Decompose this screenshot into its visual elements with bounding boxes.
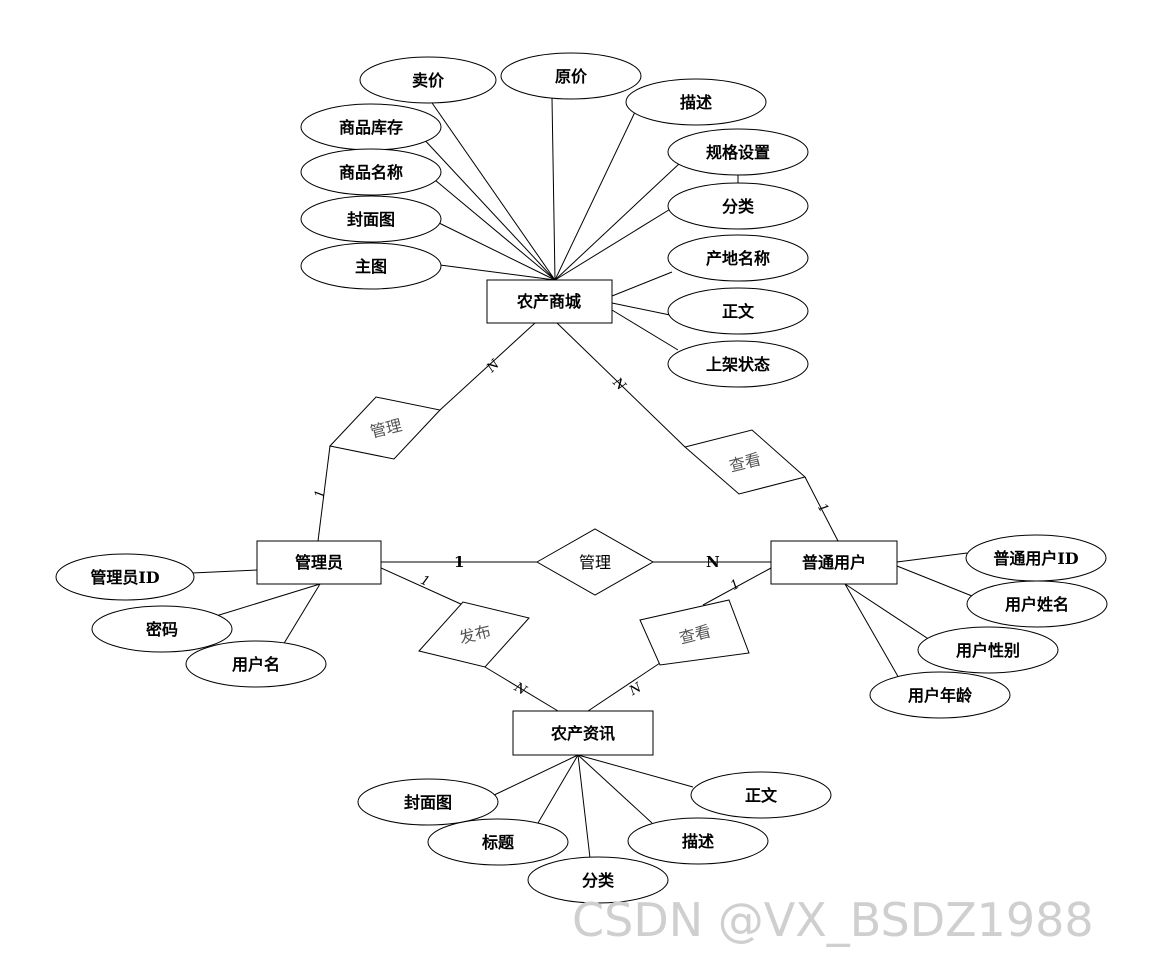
attribute-mall-name: 商品名称 — [300, 148, 442, 196]
svg-text:正文: 正文 — [722, 302, 755, 321]
svg-text:用户名: 用户名 — [232, 655, 280, 674]
svg-text:商品库存: 商品库存 — [339, 118, 403, 137]
relationship-diamond — [418, 601, 530, 668]
svg-text:分类: 分类 — [582, 871, 615, 890]
relationship-admin-mall: 管理 — [329, 396, 441, 460]
user-attributes: 普通用户ID 用户姓名 用户性别 用户年龄 — [869, 534, 1108, 719]
cardinality-mall-admin-n: N — [483, 357, 503, 377]
entity-box — [486, 279, 613, 324]
svg-text:卖价: 卖价 — [412, 71, 445, 90]
news-attributes: 封面图 正文 标题 描述 分类 — [357, 771, 832, 904]
svg-text:商品名称: 商品名称 — [339, 163, 403, 182]
svg-text:封面图: 封面图 — [404, 793, 452, 812]
entity-admin: 管理员 — [256, 540, 382, 585]
cardinality-admin-user-1: 1 — [454, 553, 464, 571]
attribute-user-name: 用户姓名 — [966, 580, 1108, 628]
entity-label: 农产资讯 — [550, 724, 615, 743]
entity-user: 普通用户 — [770, 540, 898, 585]
admin-attributes: 管理员ID 密码 用户名 — [55, 553, 327, 688]
relationship-diamond — [683, 429, 807, 495]
svg-text:正文: 正文 — [745, 786, 778, 805]
attribute-mall-stock: 商品库存 — [300, 103, 442, 151]
entity-label: 普通用户 — [802, 553, 866, 572]
entity-box — [770, 540, 898, 585]
attribute-mall-spec: 规格设置 — [667, 128, 809, 176]
cardinality-user-mall-1: 1 — [814, 501, 831, 516]
relationship-diamond — [535, 528, 655, 596]
attribute-news-description: 描述 — [627, 817, 769, 865]
svg-text:产地名称: 产地名称 — [706, 249, 770, 268]
svg-text:封面图: 封面图 — [347, 210, 395, 229]
attribute-mall-category: 分类 — [667, 182, 809, 230]
attribute-mall-sale-price: 卖价 — [359, 56, 497, 104]
svg-text:主图: 主图 — [355, 257, 387, 276]
entity-box — [512, 710, 654, 756]
attribute-mall-status: 上架状态 — [667, 340, 809, 388]
connector-lines — [191, 97, 973, 859]
entity-mall: 农产商城 — [486, 279, 613, 324]
svg-text:描述: 描述 — [682, 832, 714, 851]
attribute-news-title: 标题 — [427, 818, 569, 866]
entity-label: 农产商城 — [516, 292, 581, 311]
attribute-admin-password: 密码 — [91, 605, 233, 653]
relationship-label: 管理 — [579, 553, 611, 572]
cardinality-mall-user-n: N — [609, 375, 629, 395]
svg-text:密码: 密码 — [145, 620, 178, 639]
svg-text:标题: 标题 — [481, 833, 515, 852]
cardinality-admin-user-n: N — [706, 553, 720, 571]
svg-text:原价: 原价 — [555, 67, 588, 86]
entity-news: 农产资讯 — [512, 710, 654, 756]
relationship-diamond — [639, 599, 750, 666]
relationship-user-mall: 查看 — [683, 429, 807, 495]
cardinality-admin-news-1: 1 — [418, 573, 432, 590]
relationship-diamond — [329, 396, 441, 460]
attribute-admin-id: 管理员ID — [55, 553, 195, 601]
mall-attributes: 卖价 原价 描述 商品库存 规格设置 商品名称 分类 封面图 — [300, 52, 809, 388]
svg-text:普通用户ID: 普通用户ID — [993, 549, 1078, 568]
attribute-mall-main-image: 主图 — [300, 242, 442, 290]
entity-label: 管理员 — [295, 553, 343, 572]
svg-text:分类: 分类 — [722, 197, 755, 216]
attribute-mall-cover: 封面图 — [300, 195, 442, 243]
svg-text:上架状态: 上架状态 — [706, 355, 770, 374]
attribute-news-category: 分类 — [527, 856, 669, 904]
attribute-user-id: 普通用户ID — [965, 534, 1107, 582]
attribute-mall-origin: 产地名称 — [667, 234, 809, 282]
relationship-admin-news: 发布 — [418, 601, 530, 668]
relationship-admin-user: 管理 — [535, 528, 655, 596]
attribute-mall-body: 正文 — [667, 287, 809, 335]
attribute-user-age: 用户年龄 — [869, 671, 1011, 719]
svg-text:用户年龄: 用户年龄 — [908, 686, 973, 705]
watermark: CSDN @VX_BSDZ1988 — [572, 893, 1094, 947]
svg-text:用户性别: 用户性别 — [956, 641, 1020, 660]
attribute-mall-description: 描述 — [625, 78, 767, 126]
svg-text:用户姓名: 用户姓名 — [1005, 595, 1069, 614]
cardinality-user-news-1: 1 — [728, 577, 743, 594]
svg-text:规格设置: 规格设置 — [706, 143, 770, 162]
entity-box — [256, 540, 382, 585]
relationship-user-news: 查看 — [639, 599, 750, 666]
attribute-news-cover: 封面图 — [357, 778, 499, 826]
attribute-mall-original-price: 原价 — [500, 52, 642, 100]
svg-text:管理员ID: 管理员ID — [90, 568, 159, 587]
cardinality-admin-news-n: N — [511, 679, 530, 698]
attribute-user-gender: 用户性别 — [917, 626, 1059, 674]
svg-text:描述: 描述 — [680, 93, 712, 112]
attribute-admin-username: 用户名 — [185, 640, 327, 688]
attribute-news-body: 正文 — [690, 771, 832, 819]
cardinality-admin-mall-1: 1 — [312, 489, 328, 500]
cardinality-user-news-n: N — [626, 680, 645, 699]
